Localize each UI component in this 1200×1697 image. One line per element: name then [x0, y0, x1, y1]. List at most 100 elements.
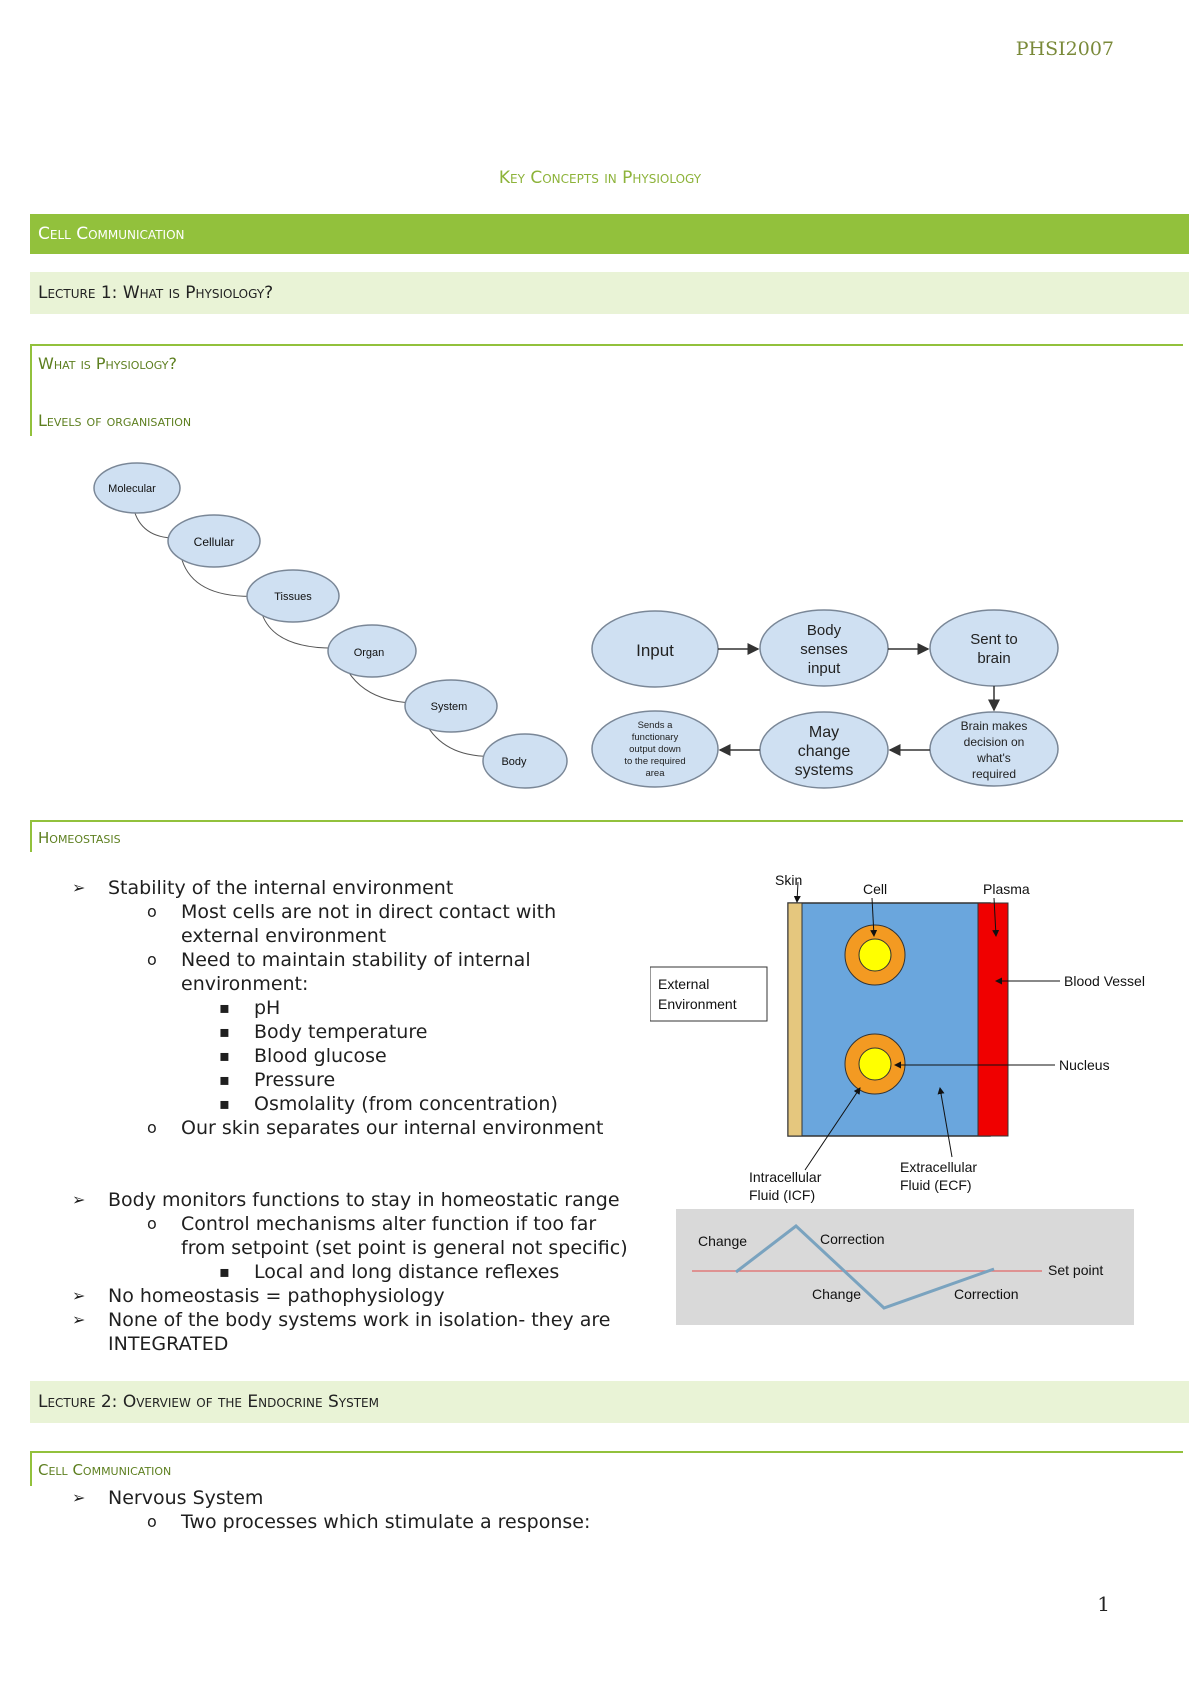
bullet-text: Most cells are not in direct contact wit…	[181, 901, 557, 923]
arrow-bullet: ➢	[72, 1488, 86, 1507]
level-label: System	[431, 701, 468, 713]
level-body	[482, 733, 568, 789]
bullet-text: Two processes which stimulate a response…	[181, 1511, 591, 1533]
setpoint-diagram	[676, 1209, 1134, 1325]
flow-input-text: Input	[636, 641, 674, 660]
external-environment-box	[650, 966, 768, 1022]
arrow-bullet: ➢	[72, 878, 86, 897]
fluid-diagram: Skin Cell Plasma External Environment Bl…	[650, 872, 1145, 1325]
circle-bullet: o	[147, 1118, 157, 1137]
level-label: Body	[501, 756, 527, 768]
flow-brain	[929, 609, 1059, 687]
levels-diagram: Molecular Cellular Tissues Organ System …	[93, 462, 1059, 789]
circle-bullet: o	[147, 1512, 157, 1531]
level-tissues	[246, 569, 340, 623]
topic-left-rule-what	[30, 344, 32, 436]
document-title: Key Concepts in Physiology	[498, 168, 702, 188]
nucleus-label: Nucleus	[1059, 1057, 1110, 1073]
topic-left-rule-homeostasis	[30, 820, 32, 852]
flow-decision-line: what's	[976, 751, 1011, 765]
cell-label: Cell	[863, 881, 887, 897]
topic-title-communication: Cell Communication	[38, 1461, 172, 1479]
bullet-text: Body temperature	[254, 1021, 428, 1043]
external-label: Environment	[658, 996, 737, 1012]
bullet-text: Control mechanisms alter function if too…	[181, 1213, 597, 1235]
topic-rule-what	[30, 344, 1183, 346]
level-label: Molecular	[108, 483, 156, 495]
flow-senses-line: Body	[807, 622, 842, 639]
set-point-label: Set point	[1048, 1262, 1103, 1278]
bullet-text: from setpoint (set point is general not …	[181, 1237, 628, 1259]
bullet-text: external environment	[181, 925, 387, 947]
bullet-text: INTEGRATED	[108, 1333, 229, 1355]
circle-bullet: o	[147, 950, 157, 969]
square-bullet: ▪	[219, 1070, 230, 1089]
lecture-1-bar: Lecture 1: What is Physiology?	[30, 272, 1189, 314]
flow-decision-line: required	[972, 767, 1016, 781]
flow-output-line: area	[645, 768, 665, 779]
blood-vessel-label: Blood Vessel	[1064, 973, 1145, 989]
square-bullet: ▪	[219, 1022, 230, 1041]
bullet-text: Our skin separates our internal environm…	[181, 1117, 604, 1139]
flow-decision-line: Brain makes	[961, 719, 1028, 733]
bullet-text: None of the body systems work in isolati…	[108, 1309, 611, 1331]
arrow-bullet: ➢	[72, 1286, 86, 1305]
square-bullet: ▪	[219, 1094, 230, 1113]
ecf-label: Fluid (ECF)	[900, 1177, 972, 1193]
flow-senses-line: input	[808, 660, 841, 677]
change-top-label: Change	[698, 1233, 747, 1249]
topic-rule-communication	[30, 1451, 1183, 1453]
flow-senses-line: senses	[800, 641, 848, 658]
flow-change-line: change	[798, 743, 851, 760]
section-bar: Cell Communication	[30, 214, 1189, 254]
topic-rule-homeostasis	[30, 820, 1183, 822]
flow-senses	[759, 609, 889, 687]
bullet-text: Nervous System	[108, 1487, 264, 1509]
bullet-text: Blood glucose	[254, 1045, 387, 1067]
flow-change-line: May	[809, 724, 839, 741]
nucleus-bottom	[858, 1047, 892, 1081]
bullet-text: pH	[254, 997, 281, 1019]
bullet-text: Pressure	[254, 1069, 336, 1091]
level-molecular	[93, 462, 181, 514]
plasma-label: Plasma	[983, 881, 1030, 897]
flow-change-line: systems	[795, 762, 854, 779]
correction-top-label: Correction	[820, 1231, 885, 1247]
topic-title-homeostasis: Homeostasis	[38, 829, 121, 847]
external-label: External	[658, 976, 709, 992]
topic-subtitle-levels: Levels of organisation	[38, 411, 192, 430]
bullet-text: Local and long distance reflexes	[254, 1261, 560, 1283]
change-bottom-label: Change	[812, 1286, 861, 1302]
plasma-vessel	[977, 902, 1009, 1137]
square-bullet: ▪	[219, 1262, 230, 1281]
oscillation-line	[735, 1224, 995, 1310]
bullet-text: No homeostasis = pathophysiology	[108, 1285, 445, 1307]
correction-bottom-label: Correction	[954, 1286, 1019, 1302]
level-label: Cellular	[194, 535, 235, 549]
skin-layer	[787, 902, 803, 1137]
icf-label: Fluid (ICF)	[749, 1187, 815, 1203]
page-number: 1	[1097, 1592, 1110, 1616]
arrow-bullet: ➢	[72, 1310, 86, 1329]
flow-output-line: to the required	[624, 756, 685, 767]
topic-left-rule-communication	[30, 1451, 32, 1486]
topic-title-what: What is Physiology?	[38, 354, 177, 373]
level-label: Organ	[354, 647, 385, 659]
flow-output	[591, 710, 719, 788]
flow-brain-line: brain	[977, 650, 1010, 667]
bullet-text: Osmolality (from concentration)	[254, 1093, 558, 1115]
circle-bullet: o	[147, 902, 157, 921]
course-code: PHSI2007	[1015, 38, 1114, 60]
circle-bullet: o	[147, 1214, 157, 1233]
level-label: Tissues	[274, 591, 312, 603]
flow-output-line: Sends a	[638, 720, 674, 731]
bullet-text: environment:	[181, 973, 309, 995]
bullet-text: Body monitors functions to stay in homeo…	[108, 1189, 620, 1211]
ecf-label: Extracellular	[900, 1159, 977, 1175]
square-bullet: ▪	[219, 1046, 230, 1065]
level-system	[404, 679, 498, 733]
flow-output-line: output down	[629, 744, 681, 755]
level-cellular	[167, 514, 261, 568]
bullet-text: Need to maintain stability of internal	[181, 949, 531, 971]
flow-output-line: functionary	[632, 732, 679, 743]
